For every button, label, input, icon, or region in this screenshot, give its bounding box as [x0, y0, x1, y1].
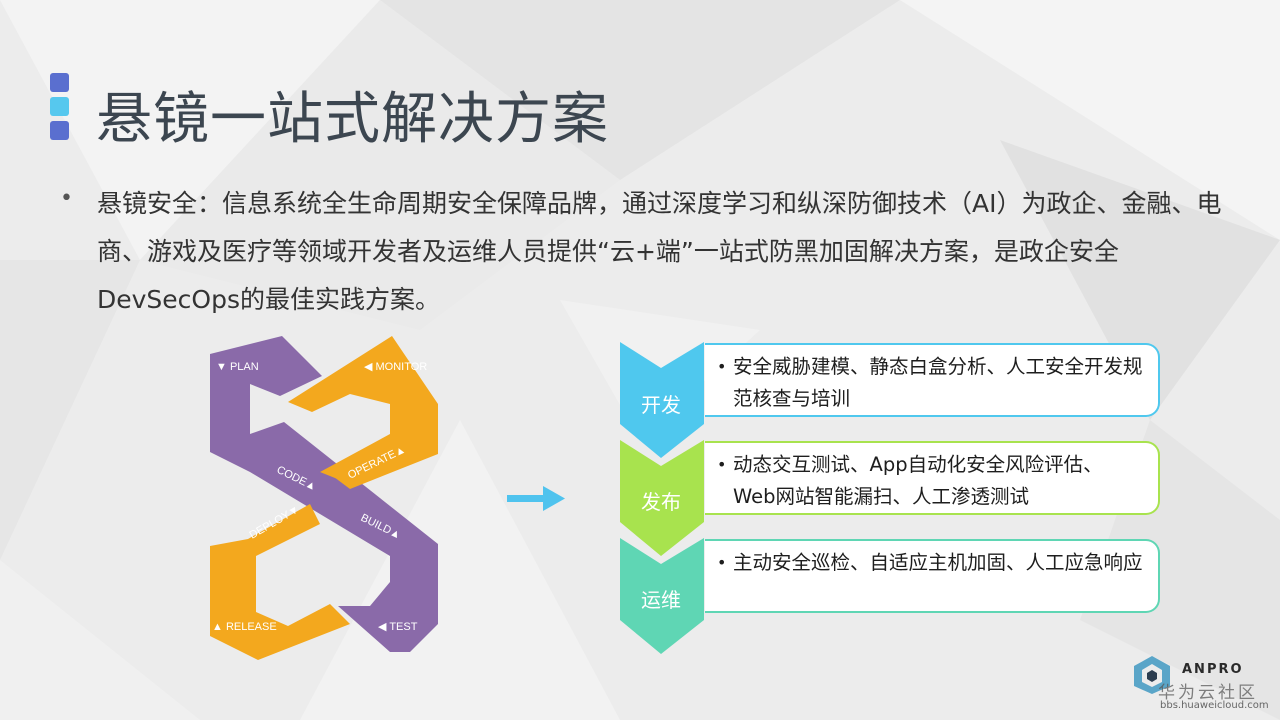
stage-label-ops: 运维 — [641, 588, 681, 612]
stage-panel-release: • 动态交互测试、App自动化安全风险评估、Web网站智能漏扫、人工渗透测试 — [705, 441, 1160, 515]
stage-items-ops: 主动安全巡检、自适应主机加固、人工应急响应 — [733, 551, 1143, 574]
deploy-release-strand — [210, 504, 350, 660]
description-paragraph: 悬镜安全：信息系统全生命周期安全保障品牌，通过深度学习和纵深防御技术（AI）为政… — [97, 189, 1222, 314]
test-label: ◀ TEST — [378, 621, 418, 633]
title-square-icon — [50, 121, 69, 140]
plan-strand — [210, 336, 322, 472]
devsecops-cycle-diagram: ▼ PLAN ◀ MONITOR OPERATE▲ CODE▲ BUILD▲ D… — [210, 336, 438, 660]
release-label: ▲ RELEASE — [212, 621, 277, 633]
title-square-icon — [50, 73, 69, 92]
stage-items-dev: 安全威胁建模、静态白盒分析、人工安全开发规范核查与培训 — [733, 355, 1143, 410]
operate-strand — [330, 444, 438, 489]
bullet-dot-icon: • — [60, 186, 73, 211]
title-square-icon — [50, 97, 69, 116]
code-build-strand — [250, 422, 438, 652]
stage-panel-dev: • 安全威胁建模、静态白盒分析、人工安全开发规范核查与培训 — [705, 343, 1160, 417]
right-arrow-icon — [507, 486, 565, 511]
stage-chevron-dev — [620, 342, 704, 458]
brand-name: ANPRO — [1182, 662, 1244, 677]
stage-chevron-release — [620, 440, 704, 556]
panel-bullet-icon: • — [717, 357, 727, 376]
plan-label: ▼ PLAN — [216, 361, 259, 373]
panel-bullet-icon: • — [717, 553, 727, 572]
stage-label-release: 发布 — [641, 490, 681, 514]
stage-items-release: 动态交互测试、App自动化安全风险评估、Web网站智能漏扫、人工渗透测试 — [733, 453, 1103, 508]
monitor-label: ◀ MONITOR — [364, 361, 427, 373]
slide-title: 悬镜一站式解决方案 — [96, 87, 609, 152]
stage-chevron-ops — [620, 538, 704, 654]
stage-label-dev: 开发 — [641, 393, 681, 417]
stage-panel-ops: • 主动安全巡检、自适应主机加固、人工应急响应 — [705, 539, 1160, 613]
panel-bullet-icon: • — [717, 455, 727, 474]
watermark-url: bbs.huaweicloud.com — [1160, 700, 1269, 711]
watermark-text: 华为云社区 — [1158, 683, 1258, 703]
anpro-logo-icon — [1134, 656, 1170, 694]
